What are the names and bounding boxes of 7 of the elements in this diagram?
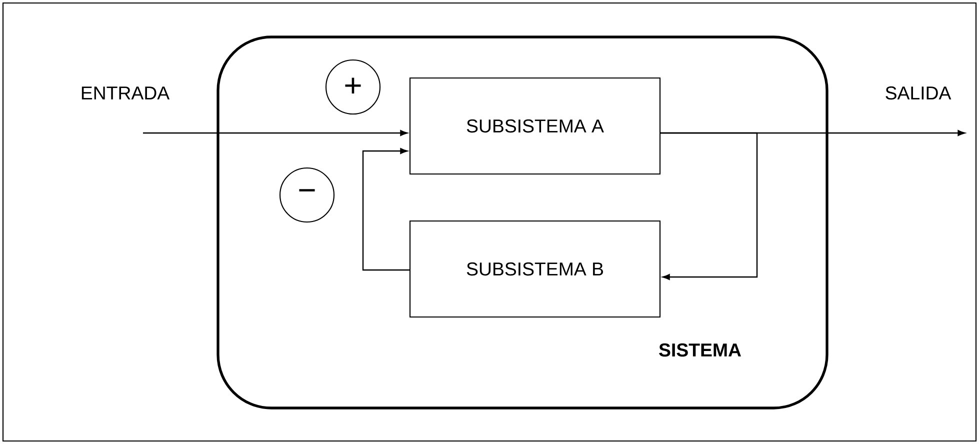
process-box: SUBSISTEMA B [409,220,661,318]
edge-label: ENTRADA [82,86,170,100]
process-box: SUBSISTEMA A [409,77,661,175]
arrow [660,132,758,280]
arrow [143,130,408,136]
arrow [362,148,410,271]
edge-label: SALIDA [886,86,952,100]
